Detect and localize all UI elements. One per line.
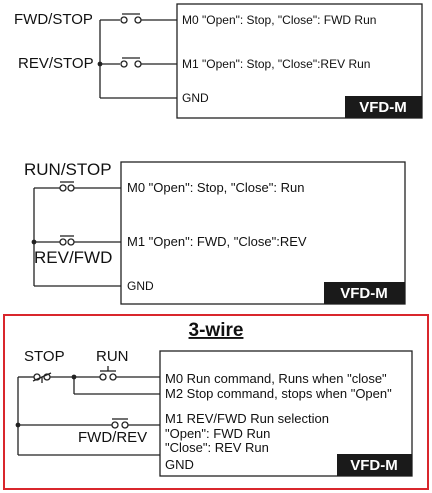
vfd-badge (324, 282, 405, 304)
terminal-m0: M0 Run command, Runs when "close" (165, 371, 387, 386)
switch-run-no (71, 366, 160, 381)
terminal-m1-close: "Close": REV Run (165, 440, 269, 455)
terminal-gnd: GND (182, 91, 209, 105)
diagram-title: 3-wire (189, 320, 244, 341)
terminal-m1: M1 "Open": Stop, "Close":REV Run (182, 57, 370, 71)
switch-rev-fwd (31, 235, 121, 246)
terminal-m1: M1 REV/FWD Run selection (165, 411, 329, 426)
terminal-gnd: GND (165, 457, 194, 472)
vfd-badge (345, 96, 422, 118)
common-gnd-wire (33, 188, 121, 287)
vfd-terminal-box (120, 161, 406, 305)
switch-stop-nc (18, 372, 74, 383)
vfd-badge-label: VFD-M (350, 457, 398, 474)
vfd-badge-label: VFD-M (340, 285, 388, 302)
highlight-frame (3, 314, 429, 490)
switch-rev-stop (97, 57, 177, 68)
rev-fwd-label: REV/FWD (34, 248, 112, 267)
diagram-2wire-run-dir: VFD-M RUN/STOP REV/FWD M0 "Open": Stop, … (24, 160, 406, 305)
stop-label: STOP (24, 348, 65, 365)
common-gnd-wire (17, 377, 160, 456)
terminal-m1: M1 "Open": FWD, "Close":REV (127, 234, 307, 249)
common-gnd-wire (99, 20, 177, 99)
switch-fwd-rev (15, 418, 160, 429)
terminal-m0: M0 "Open": Stop, "Close": Run (127, 180, 304, 195)
fwd-rev-label: FWD/REV (78, 429, 147, 446)
terminal-m0: M0 "Open": Stop, "Close": FWD Run (182, 13, 376, 27)
run-label: RUN (96, 348, 129, 365)
switch-fwd-stop (100, 13, 177, 24)
switch-run-stop (34, 181, 121, 192)
terminal-gnd: GND (127, 279, 154, 293)
run-stop-label: RUN/STOP (24, 160, 112, 179)
diagram-3wire: 3-wire VFD-M STOP RUN FWD/REV (3, 314, 429, 490)
fwd-stop-label: FWD/STOP (14, 11, 93, 28)
vfd-badge (337, 454, 412, 476)
diagram-2wire-fwd-rev: VFD-M FWD/STOP REV/STOP M0 "Open": Stop,… (14, 3, 423, 119)
stop-branch-wire (73, 377, 160, 395)
terminal-m1-open: "Open": FWD Run (165, 426, 270, 441)
vfd-badge-label: VFD-M (359, 99, 407, 116)
terminal-m2: M2 Stop command, stops when "Open" (165, 386, 392, 401)
rev-stop-label: REV/STOP (18, 55, 94, 72)
